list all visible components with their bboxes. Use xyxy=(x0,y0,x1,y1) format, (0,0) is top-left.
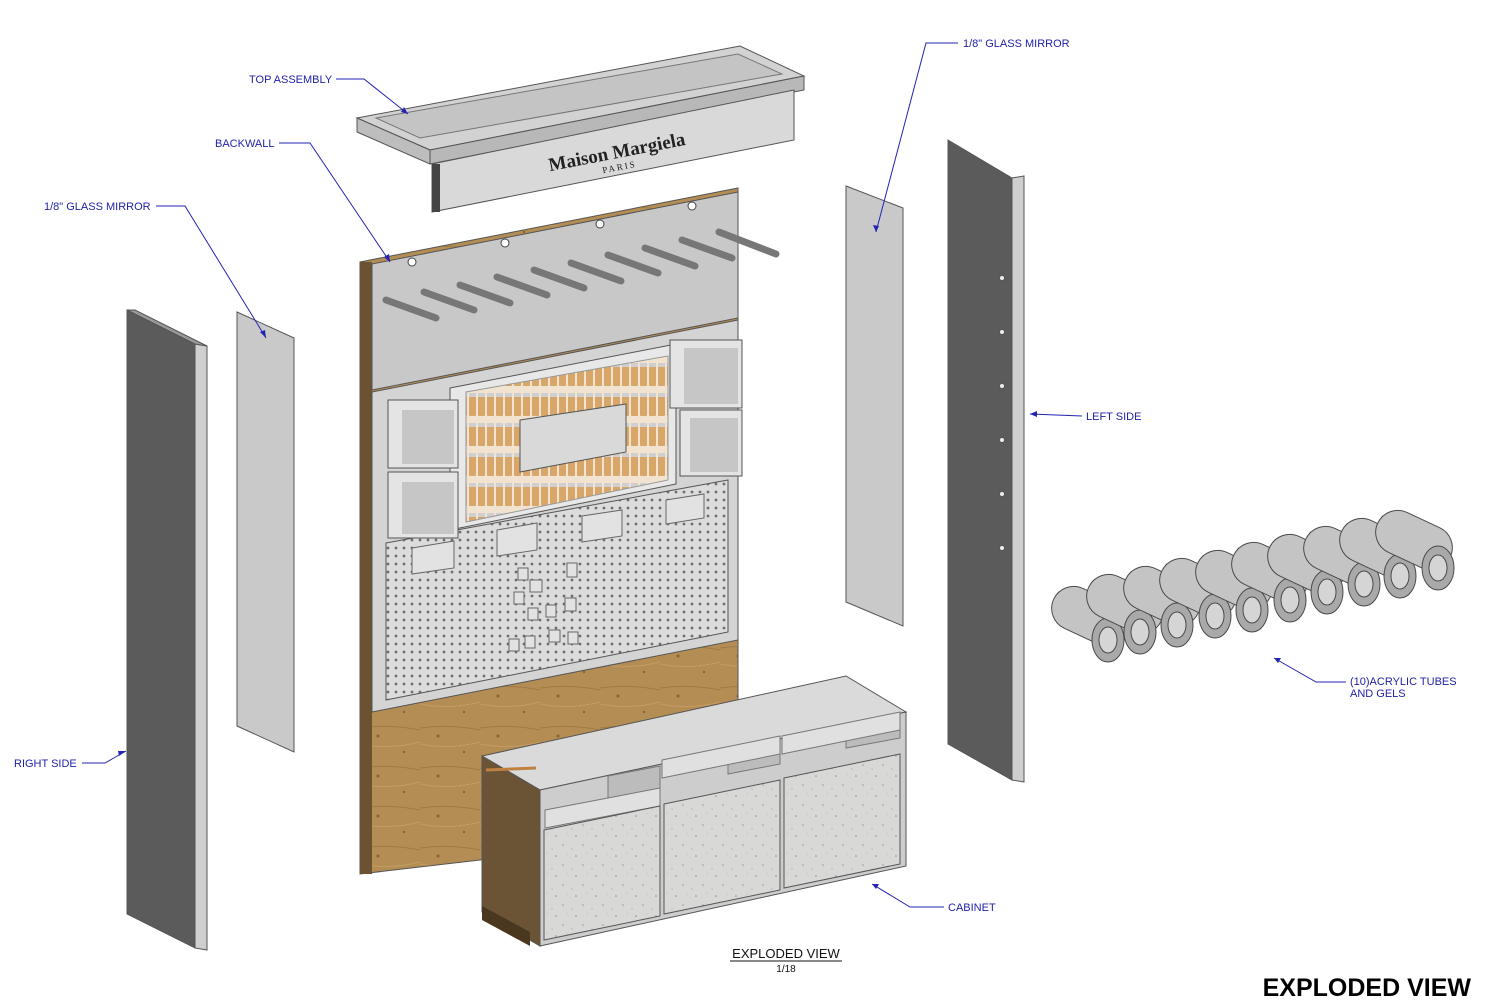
label-acrylic-tubes-line2: AND GELS xyxy=(1350,688,1406,700)
label-mirror-left: 1/8" GLASS MIRROR xyxy=(44,201,151,213)
label-cabinet: CABINET xyxy=(948,902,996,914)
left-side-panel xyxy=(947,139,1025,783)
pegboard-tags xyxy=(411,493,705,652)
acrylic-tubes xyxy=(1051,509,1455,663)
label-acrylic-tubes: (10)ACRYLIC TUBES xyxy=(1350,676,1457,688)
view-title: EXPLODED VIEW xyxy=(732,946,840,961)
callout-leaders xyxy=(82,42,1346,908)
right-side-panel xyxy=(126,309,208,951)
top-assembly: Maison Margiela PARIS xyxy=(355,45,806,213)
label-mirror-right: 1/8" GLASS MIRROR xyxy=(963,38,1070,50)
label-right-side: RIGHT SIDE xyxy=(14,758,77,770)
sheet-title: EXPLODED VIEW xyxy=(1263,974,1472,1001)
label-left-side: LEFT SIDE xyxy=(1086,411,1141,423)
hanging-rods xyxy=(382,228,780,322)
glass-mirror-right xyxy=(845,185,904,627)
label-top-assembly: TOP ASSEMBLY xyxy=(249,74,333,86)
acrylic-tube xyxy=(1375,509,1455,591)
view-scale: 1/18 xyxy=(776,964,796,975)
label-backwall: BACKWALL xyxy=(215,138,275,150)
backwall xyxy=(359,187,780,875)
cabinet xyxy=(480,675,908,947)
glass-mirror-left xyxy=(236,311,295,753)
